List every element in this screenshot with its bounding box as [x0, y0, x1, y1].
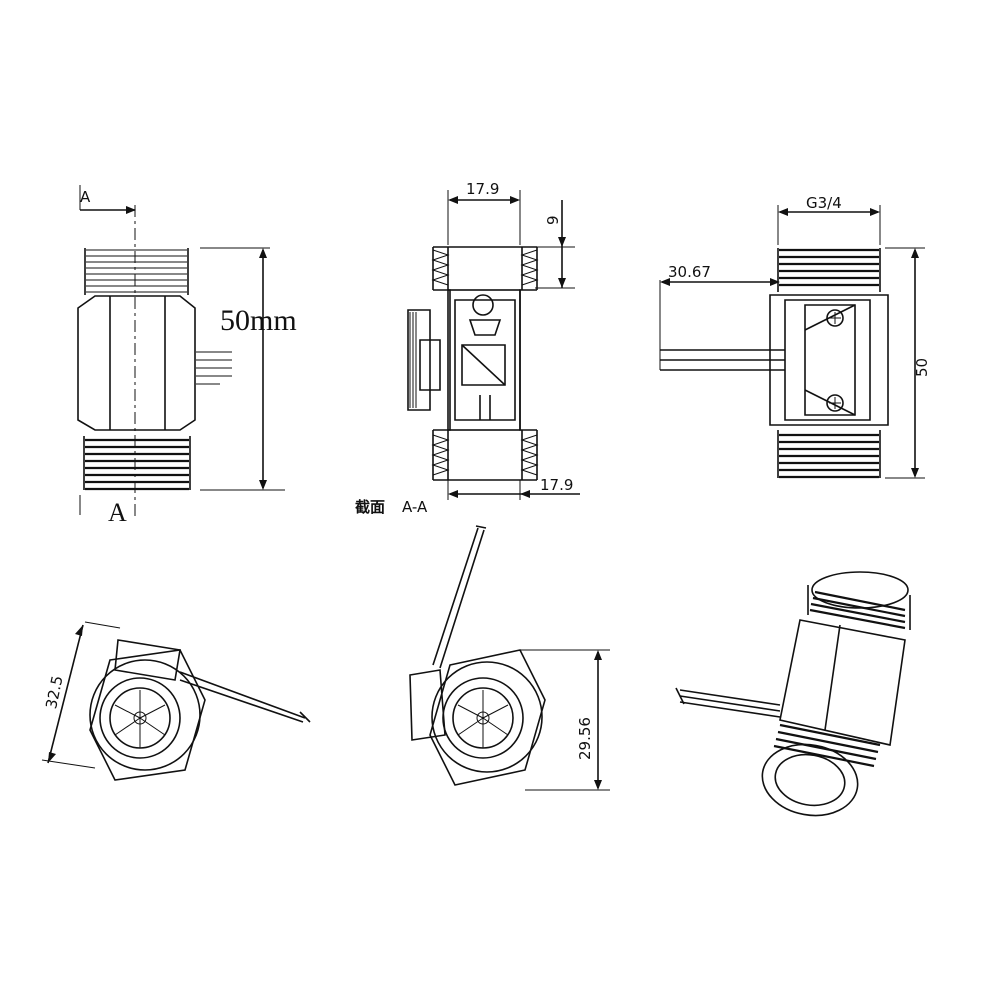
section-marker-bottom: A	[108, 498, 127, 527]
width-bottom-label: 17.9	[540, 476, 573, 494]
side-view: G3/4 30.67 50	[659, 194, 931, 479]
width-top-label: 17.9	[466, 180, 499, 198]
section-caption-label: A-A	[402, 498, 428, 516]
section-view: 17.9 9 17.9 截面 A-A	[355, 180, 580, 516]
thread-depth-label: 9	[544, 215, 562, 225]
end-view-2-size-label: 29.56	[576, 717, 594, 760]
side-length-label: 50	[913, 358, 931, 377]
hex-body	[77, 295, 196, 431]
thread-label: G3/4	[806, 194, 842, 212]
section-caption-prefix: 截面	[355, 498, 385, 516]
front-view: A A 50mm	[77, 185, 297, 527]
end-view-middle: 29.56	[409, 525, 610, 791]
upper-thread	[84, 248, 189, 295]
end-view-left: 32.5	[41, 621, 311, 781]
isometric-view	[675, 571, 911, 817]
wire-offset-label: 30.67	[668, 263, 711, 281]
lower-thread	[83, 436, 191, 491]
section-marker-top: A	[80, 188, 91, 206]
length-label: 50mm	[220, 304, 297, 337]
